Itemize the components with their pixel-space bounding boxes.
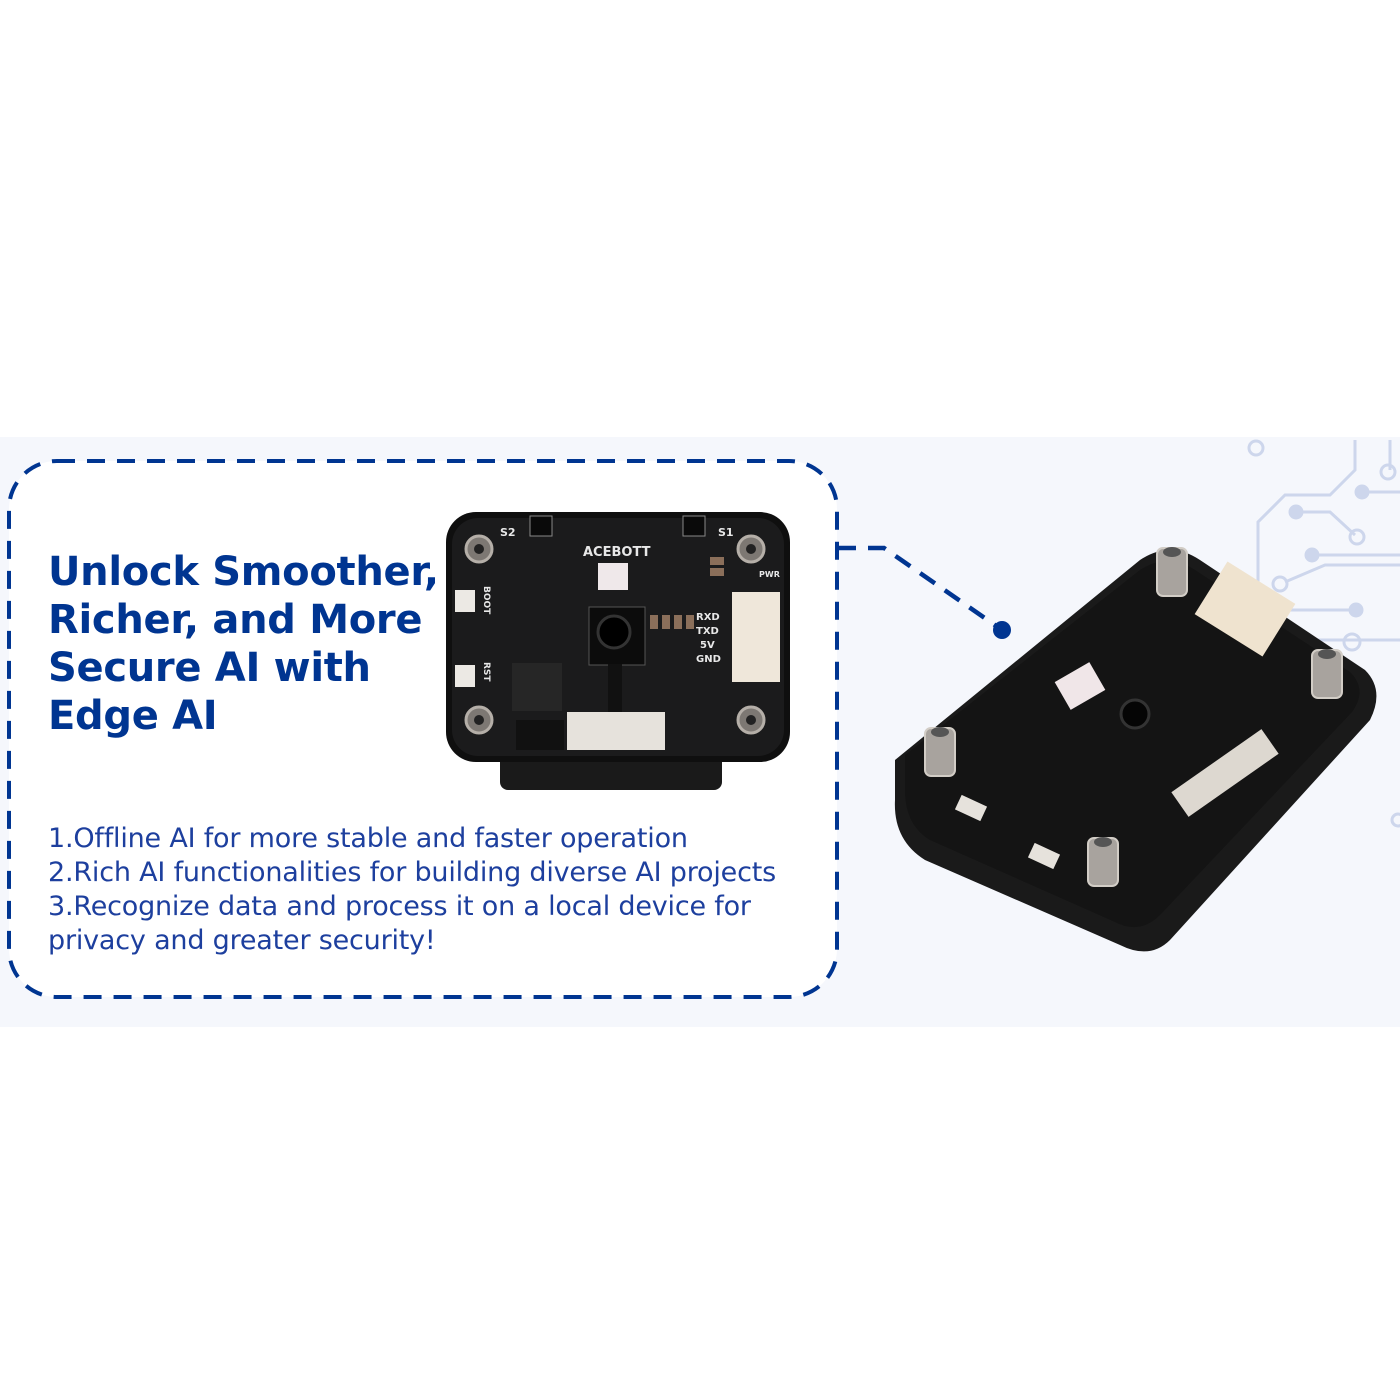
feature-item: 3.Recognize data and process it on a loc…	[48, 891, 751, 956]
board-pin-rxd: RXD	[696, 612, 720, 623]
board-front-view: ACEBOTT S2 S1 PWR RXD TXD 5V GND BOOT RS…	[446, 512, 790, 790]
board-brand-label: ACEBOTT	[583, 545, 651, 560]
board-s2-label: S2	[500, 526, 516, 539]
headline-line: Unlock Smoother,	[48, 549, 439, 595]
headline-line: Richer, and More	[48, 597, 423, 643]
board-boot-label: BOOT	[481, 586, 491, 615]
board-pin-5v: 5V	[700, 640, 715, 651]
board-s1-label: S1	[718, 526, 734, 539]
board-rst-label: RST	[481, 662, 491, 682]
board-pin-txd: TXD	[696, 626, 719, 637]
headline-line: Edge AI	[48, 693, 218, 739]
dashed-connector	[838, 545, 1004, 632]
feature-list: 1.Offline AI for more stable and faster …	[48, 822, 808, 958]
headline-line: Secure AI with	[48, 645, 371, 691]
board-pwr-label: PWR	[759, 570, 780, 579]
headline: Unlock Smoother, Richer, and More Secure…	[48, 548, 439, 740]
board-pin-gnd: GND	[696, 654, 721, 665]
feature-item: 2.Rich AI functionalities for building d…	[48, 857, 776, 888]
feature-item: 1.Offline AI for more stable and faster …	[48, 823, 688, 854]
circuit-decoration	[1247, 439, 1400, 828]
connector-dot	[993, 621, 1011, 639]
board-angled-view	[894, 547, 1377, 952]
